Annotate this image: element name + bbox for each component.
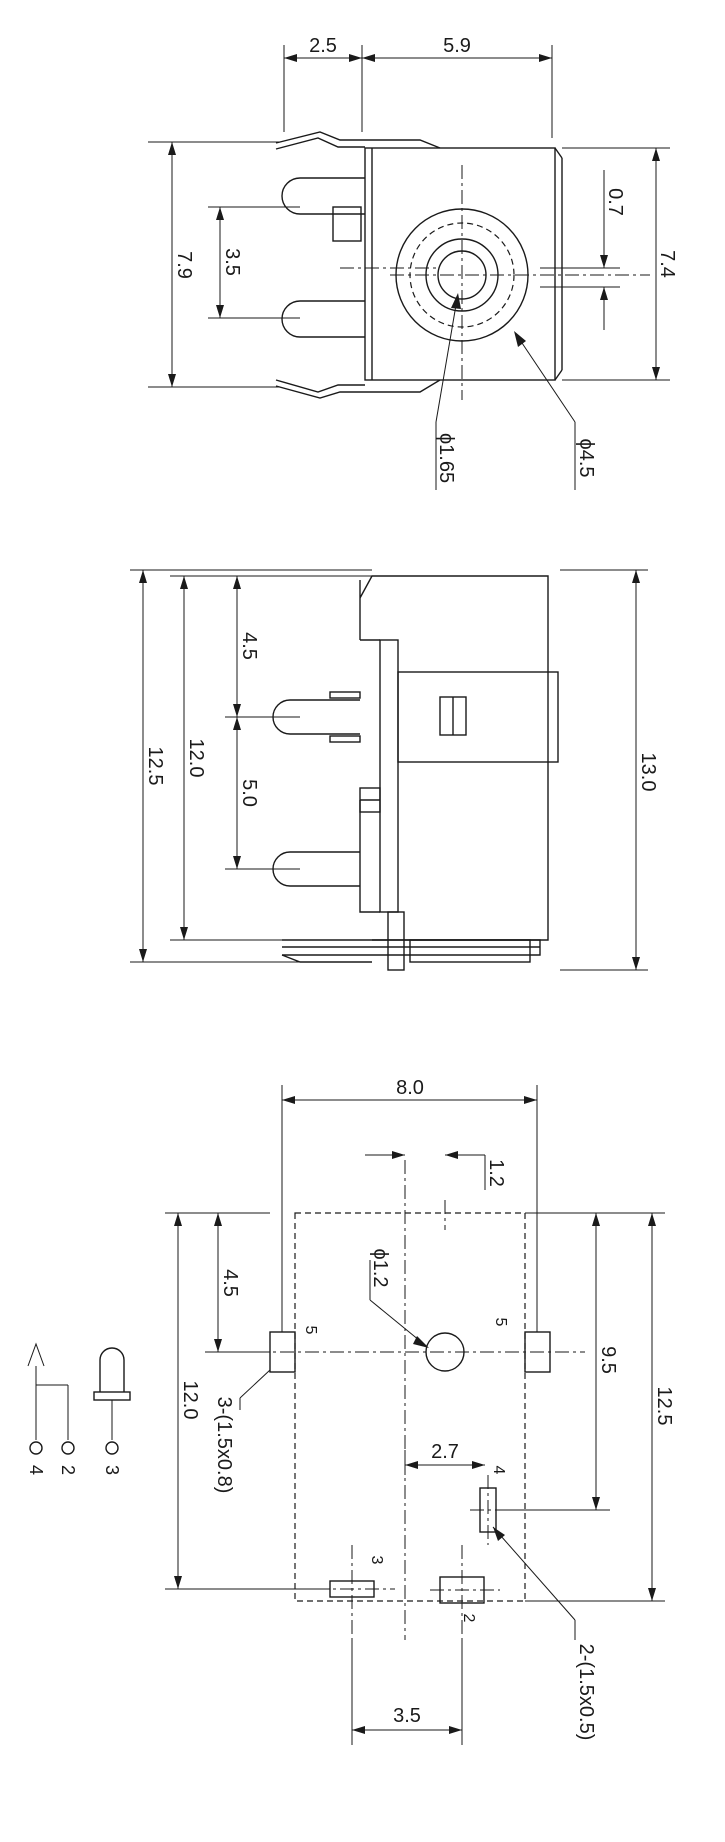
fp-pin4: 4 [490, 1466, 507, 1475]
dia-4-5-label: ϕ4.5 [575, 438, 597, 477]
fp-dim-8-0-label: 8.0 [396, 1077, 424, 1099]
side-dim-4-5-label: 4.5 [238, 632, 260, 660]
fp-dim-4-5-label: 4.5 [219, 1269, 241, 1297]
dim-7-4-label: 7.4 [656, 250, 678, 278]
footprint-view: 8.0 1.2 ϕ1.2 5 5 4 3 2 4.5 12.0 [165, 1077, 675, 1745]
fp-dim-12-5-label: 12.5 [653, 1387, 675, 1426]
dim-7-9-label: 7.9 [173, 251, 195, 279]
side-dim-12-0-label: 12.0 [185, 739, 207, 778]
side-dim-13-0-label: 13.0 [637, 753, 659, 792]
schematic-term-4: 4 [26, 1465, 46, 1475]
fp-dim-3-5-label: 3.5 [393, 1705, 421, 1727]
side-dim-12-5-label: 12.5 [144, 747, 166, 786]
fp-dim-9-5-label: 9.5 [597, 1346, 619, 1374]
fp-pin5-left: 5 [302, 1326, 319, 1335]
side-view: 4.5 5.0 12.0 12.5 13.0 [130, 569, 659, 971]
dia-1-65-label: ϕ1.65 [435, 433, 457, 483]
fp-slot-2x-label: 2-(1.5x0.5) [575, 1644, 597, 1741]
schematic-term-2: 2 [58, 1465, 78, 1475]
fp-slot-3x-label: 3-(1.5x0.8) [213, 1397, 235, 1494]
dim-0-7-label: 0.7 [604, 188, 626, 216]
fp-dim-2-7-label: 2.7 [431, 1441, 459, 1463]
top-view: 2.5 5.9 7.9 [148, 35, 678, 490]
dim-3-5-label: 3.5 [221, 248, 243, 276]
fp-dim-1-2-label: 1.2 [485, 1159, 507, 1187]
fp-pin3: 3 [368, 1556, 385, 1565]
schematic-term-3: 3 [102, 1465, 122, 1475]
side-dim-5-0-label: 5.0 [238, 779, 260, 807]
fp-dim-12-0-label: 12.0 [179, 1381, 201, 1420]
jack-schematic-symbol: 4 2 3 [26, 1342, 131, 1475]
fp-dia-1-2-label: ϕ1.2 [369, 1248, 391, 1287]
fp-pin2: 2 [460, 1614, 477, 1623]
dim-2-5-label: 2.5 [309, 35, 337, 57]
dim-5-9-label: 5.9 [443, 35, 471, 57]
fp-pin5-right: 5 [492, 1318, 509, 1327]
